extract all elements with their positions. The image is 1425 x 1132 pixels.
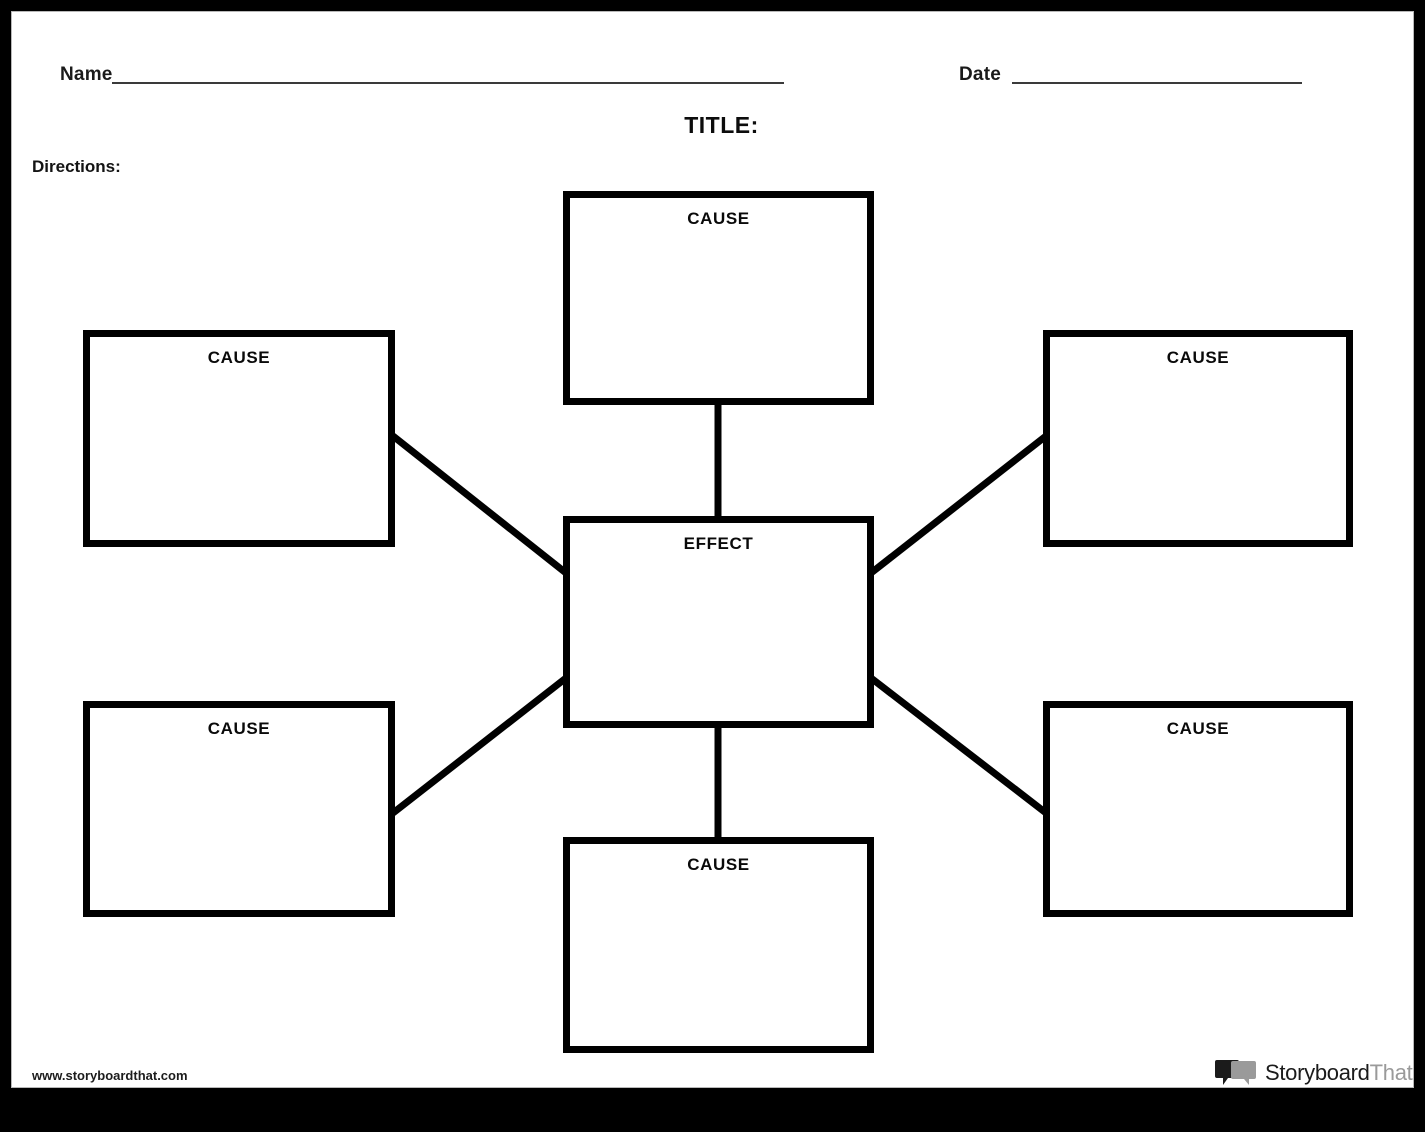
page-title-text: TITLE: (684, 112, 759, 138)
speech-bubble-icon (1215, 1058, 1257, 1087)
cause-box-left-upper-label: CAUSE (207, 348, 271, 367)
connector-right-upper (868, 433, 1049, 576)
logo-word-primary: Storyboard (1265, 1060, 1370, 1085)
cause-box-bottom-label: CAUSE (687, 855, 750, 874)
page-title: TITLE: (12, 112, 1413, 139)
cause-box-left-lower-label: CAUSE (207, 719, 271, 738)
name-input-line[interactable] (112, 82, 784, 84)
cause-box-left-upper[interactable]: CAUSE (83, 330, 395, 547)
storyboardthat-logo: StoryboardThat (1215, 1058, 1413, 1087)
connector-left-lower (390, 675, 569, 816)
effect-box-label: EFFECT (683, 534, 754, 553)
cause-box-right-lower-label: CAUSE (1166, 719, 1230, 738)
date-label: Date (959, 64, 1001, 85)
cause-box-right-lower[interactable]: CAUSE (1043, 701, 1353, 917)
date-input-line[interactable] (1012, 82, 1302, 84)
cause-box-top[interactable]: CAUSE (563, 191, 874, 405)
cause-box-right-upper[interactable]: CAUSE (1043, 330, 1353, 547)
cause-box-left-lower[interactable]: CAUSE (83, 701, 395, 917)
directions-label: Directions: (32, 157, 121, 176)
effect-box-center[interactable]: EFFECT (563, 516, 874, 728)
cause-effect-diagram: CAUSE CAUSE CAUSE CAUSE CAUSE CAUSE (12, 12, 1413, 1087)
logo-wordmark: StoryboardThat (1265, 1060, 1413, 1086)
cause-box-top-label: CAUSE (687, 209, 750, 228)
name-label: Name (60, 64, 113, 85)
logo-word-secondary: That (1369, 1060, 1413, 1085)
connector-lines (390, 403, 1049, 841)
connector-left-upper (390, 433, 569, 576)
cause-box-right-upper-label: CAUSE (1166, 348, 1230, 367)
connector-right-lower (868, 675, 1049, 816)
worksheet-page: Name Date TITLE: Directions: (11, 11, 1414, 1088)
cause-box-bottom[interactable]: CAUSE (563, 837, 874, 1053)
footer-url: www.storyboardthat.com (32, 1068, 188, 1083)
